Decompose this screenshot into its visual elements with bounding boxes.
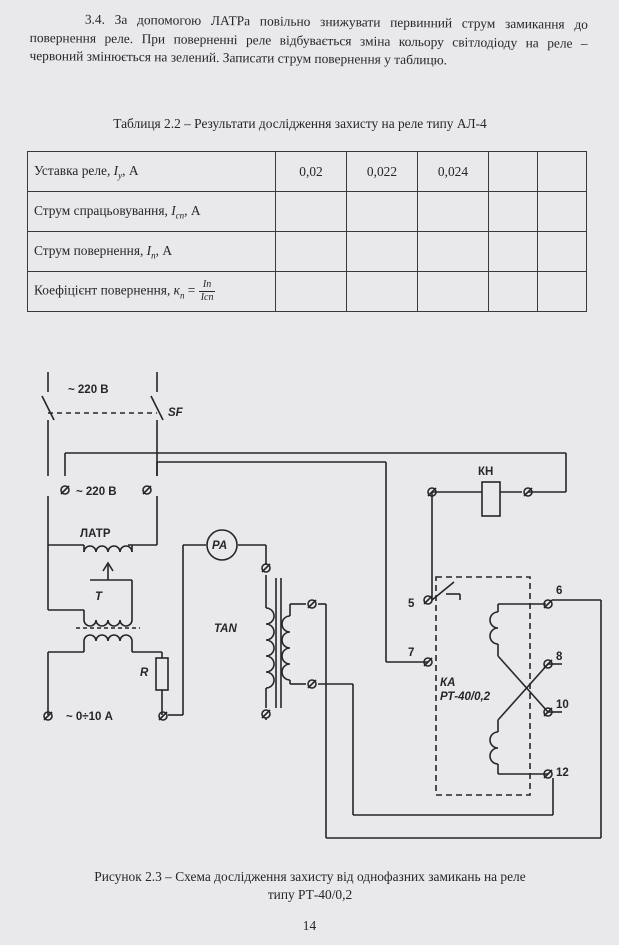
table-cell	[537, 231, 587, 272]
page-number: 14	[302, 918, 317, 933]
label-button: КН	[478, 466, 493, 478]
row-label-unit: =	[184, 282, 199, 298]
table-cell	[417, 191, 489, 232]
table-cell	[537, 271, 587, 312]
transformer-primary	[83, 619, 133, 627]
row-label-text: Струм повернення,	[34, 242, 147, 258]
ammeter-circle	[206, 529, 238, 561]
row-label-subscript: у	[118, 170, 123, 181]
table-cell	[346, 231, 418, 272]
tan-secondary-coil	[281, 615, 291, 681]
terminal-label-10: 10	[556, 699, 569, 711]
terminal-label-12: 12	[556, 767, 569, 779]
button-kn-body	[481, 481, 501, 517]
row-label-unit: , А	[155, 242, 173, 258]
table-cell	[488, 151, 538, 192]
row-label: Струм спрацьовування, Iсп, А	[27, 191, 276, 232]
label-relay-type: РТ-40/0,2	[440, 691, 491, 703]
row-label-symbol: к	[173, 282, 180, 298]
terminal-label-7: 7	[408, 647, 414, 659]
tan-primary-coil	[265, 607, 275, 689]
table-cell	[417, 231, 489, 272]
table-cell	[346, 191, 418, 232]
row-label-text: Коефіцієнт повернення,	[34, 282, 174, 298]
label-ammeter: PA	[212, 540, 227, 552]
table-cell	[488, 271, 538, 312]
row-label-unit: , А	[122, 162, 139, 178]
table-cell	[488, 191, 538, 232]
row-label: Струм повернення, Iп, А	[27, 231, 276, 272]
resistor-body	[155, 657, 169, 691]
label-current-range: ~ 0÷10 А	[66, 711, 113, 723]
table-caption: Таблиця 2.2 – Результати дослідження зах…	[113, 116, 487, 131]
breaker-contact-left	[41, 395, 55, 421]
fraction-numerator: Iп	[198, 279, 216, 292]
latr-slider-arrow	[102, 561, 114, 572]
table-row: Струм повернення, Iп, А	[27, 231, 587, 272]
circuit-schematic: ~ 220 В SF ~ 220 В ЛАТР T R ~ 0÷10 А PA …	[41, 372, 602, 839]
table-cell	[537, 151, 587, 192]
label-transformer: T	[95, 591, 103, 603]
relay-ka-housing	[435, 576, 531, 796]
breaker-contact-right	[150, 395, 164, 421]
table-cell: 0,022	[346, 151, 418, 192]
row-label-subscript: п	[179, 290, 185, 301]
table-cell	[275, 231, 347, 272]
terminal-label-8: 8	[556, 651, 563, 663]
fraction-denominator: Iсп	[200, 292, 214, 303]
row-label-symbol: I	[171, 202, 176, 218]
table-cell	[275, 191, 347, 232]
relay-coil-upper	[489, 611, 499, 645]
figure-caption: Рисунок 2.3 – Схема дослідження захисту …	[20, 868, 600, 904]
label-latr: ЛАТР	[80, 528, 111, 540]
label-supply-out: ~ 220 В	[76, 486, 117, 498]
figure-caption-line-1: Рисунок 2.3 – Схема дослідження захисту …	[94, 869, 526, 884]
row-label-subscript: п	[151, 250, 156, 261]
label-breaker: SF	[168, 407, 184, 419]
row-label: Уставка реле, Iу, А	[27, 151, 276, 192]
transformer-secondary	[83, 634, 133, 642]
table-cell	[417, 271, 489, 312]
table-cell	[346, 271, 418, 312]
row-label-text: Уставка реле,	[34, 162, 114, 178]
row-label-subscript: сп	[175, 210, 185, 221]
row-label-text: Струм спрацьовування,	[34, 202, 172, 218]
terminal-label-5: 5	[408, 598, 415, 610]
paragraph-text: 3.4. За допомогою ЛАТРа повільно знижува…	[29, 11, 588, 68]
latr-coil	[83, 545, 133, 553]
table-cell	[537, 191, 587, 232]
label-tan: TAN	[214, 623, 237, 635]
row-label-symbol: I	[113, 162, 119, 178]
table-cell	[275, 271, 347, 312]
figure-caption-line-2: типу РТ-40/0,2	[267, 887, 353, 902]
relay-coil-lower	[489, 731, 499, 765]
terminal-label-6: 6	[556, 585, 562, 597]
table-cell	[488, 231, 538, 272]
row-label-symbol: I	[146, 242, 152, 258]
instruction-paragraph: 3.4. За допомогою ЛАТРа повільно знижува…	[29, 10, 588, 71]
table-cell: 0,02	[275, 151, 347, 192]
row-label-unit: , А	[184, 202, 201, 218]
relay-contact	[431, 581, 455, 601]
label-relay: КА	[440, 677, 455, 689]
label-supply-top: ~ 220 В	[68, 384, 109, 396]
table-cell: 0,024	[417, 151, 489, 192]
table-row: Струм спрацьовування, Iсп, А	[27, 191, 587, 232]
label-resistor: R	[140, 667, 149, 679]
